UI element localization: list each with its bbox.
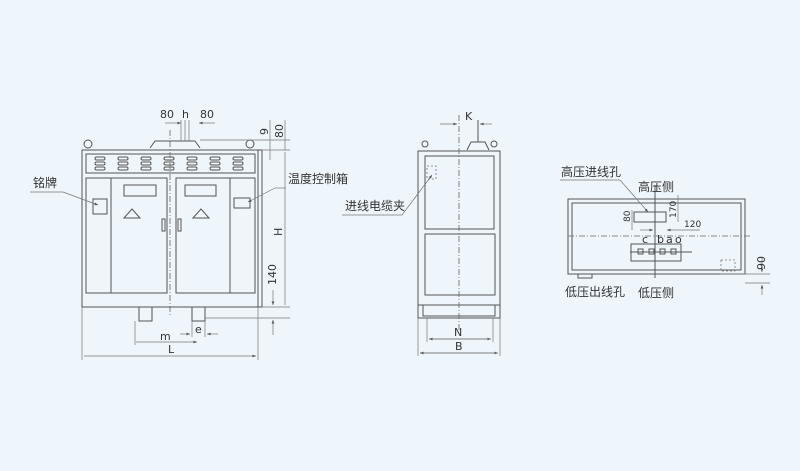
louver-slot bbox=[140, 161, 152, 166]
terminal-bolt bbox=[648, 248, 655, 255]
nameplate-label: 铭牌 bbox=[33, 175, 57, 190]
dim-m: m bbox=[160, 330, 171, 343]
louver-slot bbox=[209, 166, 221, 171]
dim-h: h bbox=[182, 108, 189, 121]
hv-bushing bbox=[466, 120, 490, 151]
louver-slot bbox=[209, 161, 221, 166]
lv-outlet-label: 低压出线孔 bbox=[565, 285, 625, 299]
hv-inlet-hole bbox=[633, 211, 667, 223]
louver-slot bbox=[209, 156, 221, 161]
top-view: c b a o 80 170 120 90 高压进线孔 高压侧 低压出线孔 低压… bbox=[560, 164, 770, 300]
window-right bbox=[184, 184, 217, 197]
dim-120: 120 bbox=[684, 220, 701, 230]
lower-panel bbox=[424, 233, 496, 296]
louver-slot bbox=[186, 156, 198, 161]
terminal-c: c bbox=[642, 233, 648, 246]
louver-slot bbox=[94, 166, 106, 171]
terminal-bolt bbox=[659, 248, 666, 255]
louver-slot bbox=[186, 161, 198, 166]
dim-N: N bbox=[454, 326, 462, 339]
right-door bbox=[175, 177, 256, 294]
cable-clamp-label: 进线电缆夹 bbox=[345, 199, 405, 213]
dim-140: 140 bbox=[266, 264, 279, 285]
foot bbox=[138, 306, 153, 322]
louver-slot bbox=[140, 156, 152, 161]
louver-slot bbox=[163, 156, 175, 161]
louver-slot bbox=[117, 161, 129, 166]
dim-e: e bbox=[195, 323, 202, 336]
dim-170: 170 bbox=[669, 201, 679, 218]
dim-90: 90 bbox=[755, 256, 768, 270]
dim-B: B bbox=[455, 340, 463, 353]
lv-outlet-hole bbox=[577, 273, 593, 279]
louver-panel bbox=[85, 153, 256, 174]
louver-slot bbox=[94, 156, 106, 161]
terminal-a: a bbox=[666, 233, 673, 246]
louver-slot bbox=[140, 166, 152, 171]
door-handle bbox=[161, 218, 166, 232]
dim-80-left: 80 bbox=[160, 108, 174, 121]
foot bbox=[191, 306, 206, 322]
hv-bushings bbox=[149, 140, 201, 149]
dim-L: L bbox=[168, 343, 175, 356]
louvers bbox=[94, 156, 244, 171]
warning-icon bbox=[191, 208, 211, 219]
foot-outline bbox=[720, 259, 736, 272]
louver-slot bbox=[232, 156, 244, 161]
dim-80-vertical: 80 bbox=[273, 124, 286, 138]
cable-clamp bbox=[426, 165, 437, 180]
window-left bbox=[123, 184, 157, 197]
lv-side-label: 低压侧 bbox=[638, 286, 674, 300]
louver-slot bbox=[94, 161, 106, 166]
louver-slot bbox=[163, 166, 175, 171]
warning-icon bbox=[122, 208, 142, 219]
door-handle bbox=[177, 218, 182, 232]
temp-controller-label: 温度控制箱 bbox=[288, 171, 348, 186]
louver-slot bbox=[117, 166, 129, 171]
front-view: 80 h 80 9 80 H 140 e m L 铭牌 温度控制箱 bbox=[30, 108, 348, 360]
nameplate bbox=[92, 198, 108, 215]
dim-H: H bbox=[272, 228, 285, 236]
terminal-b: b bbox=[657, 233, 664, 246]
louver-slot bbox=[186, 166, 198, 171]
louver-slot bbox=[232, 161, 244, 166]
dim-80: 80 bbox=[623, 210, 633, 222]
lifting-eye bbox=[83, 139, 93, 149]
hv-inlet-label: 高压进线孔 bbox=[561, 164, 621, 179]
terminal-bolt bbox=[637, 248, 644, 255]
side-view: K N B 进线电缆夹 bbox=[342, 110, 501, 356]
terminal-o: o bbox=[675, 233, 682, 246]
dim-9: 9 bbox=[258, 128, 271, 135]
cabinet-outline bbox=[81, 149, 259, 308]
louver-slot bbox=[232, 166, 244, 171]
louver-slot bbox=[163, 161, 175, 166]
dim-K: K bbox=[465, 110, 473, 123]
top-outline bbox=[567, 198, 746, 275]
temp-controller-box bbox=[233, 197, 251, 209]
lifting-eye bbox=[245, 139, 255, 149]
dim-80-right: 80 bbox=[200, 108, 214, 121]
terminal-bolt bbox=[670, 248, 677, 255]
hv-side-label: 高压侧 bbox=[638, 179, 674, 194]
louver-slot bbox=[117, 156, 129, 161]
left-door bbox=[85, 177, 168, 294]
upper-panel bbox=[424, 155, 495, 230]
